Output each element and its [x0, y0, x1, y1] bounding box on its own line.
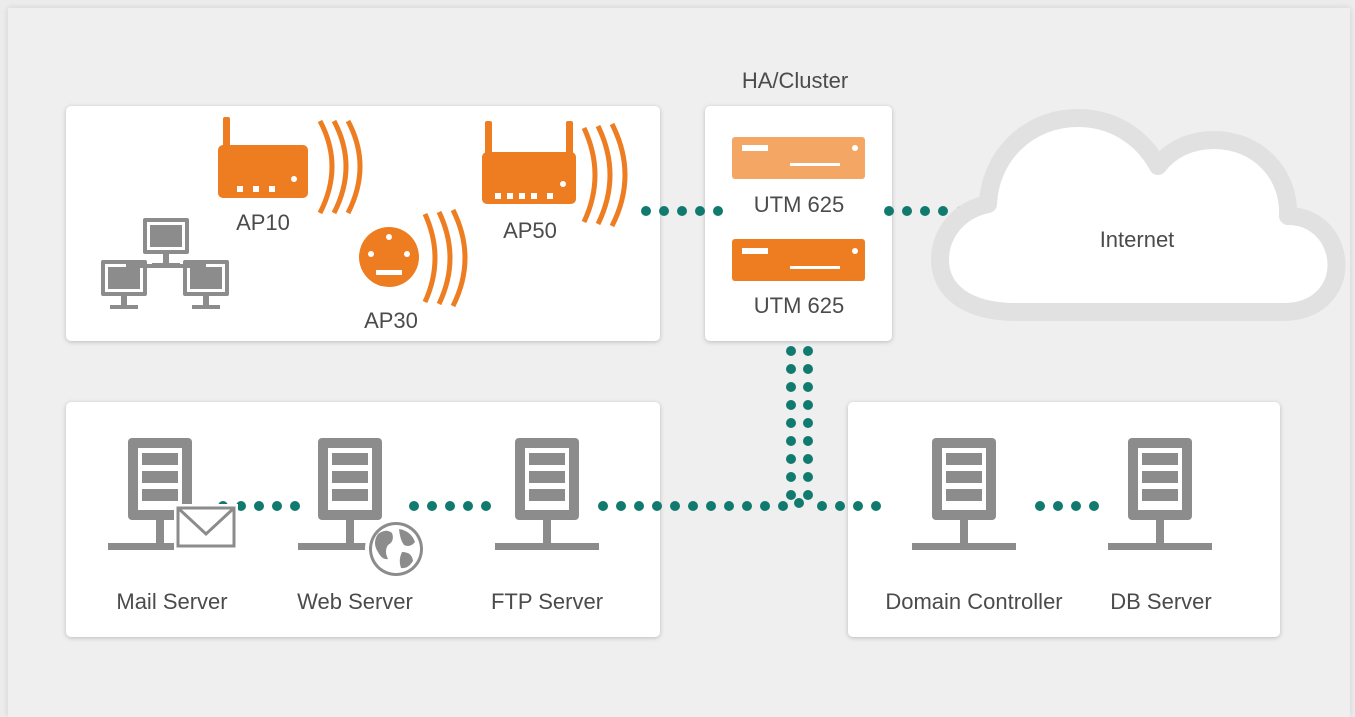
- firewall-appliance-icon: [732, 137, 865, 179]
- router-icon: [482, 121, 628, 228]
- utm-primary-label: UTM 625: [754, 192, 844, 217]
- mail-icon: [174, 504, 238, 550]
- link-cluster-vertical-left: [786, 346, 796, 500]
- ftp-server-label: FTP Server: [491, 589, 603, 614]
- server-icon: [495, 438, 599, 550]
- link-dmz-servers: [218, 498, 804, 511]
- firewall-appliance-icon: [732, 239, 865, 281]
- ap50-label: AP50: [503, 218, 557, 243]
- web-server-label: Web Server: [297, 589, 413, 614]
- link-ap-to-cluster: [641, 206, 723, 216]
- router-icon: [218, 117, 363, 215]
- workstation-icon: [101, 218, 229, 309]
- ap30-label: AP30: [364, 308, 418, 333]
- utm-secondary-label: UTM 625: [754, 293, 844, 318]
- lan-panel: [848, 402, 1280, 637]
- db-server-label: DB Server: [1110, 589, 1211, 614]
- domain-controller-label: Domain Controller: [885, 589, 1062, 614]
- internet-label: Internet: [1100, 227, 1175, 252]
- mail-server-label: Mail Server: [116, 589, 227, 614]
- link-cluster-vertical-right: [803, 346, 813, 500]
- access-point-icon: [359, 208, 468, 308]
- cluster-title: HA/Cluster: [742, 68, 848, 93]
- globe-icon: [365, 518, 427, 580]
- ap10-label: AP10: [236, 210, 290, 235]
- server-icon: [912, 438, 1016, 550]
- link-lan-servers: [1035, 501, 1099, 511]
- cloud-icon: [931, 109, 1346, 321]
- link-to-lan: [817, 501, 881, 511]
- server-icon: [1108, 438, 1212, 550]
